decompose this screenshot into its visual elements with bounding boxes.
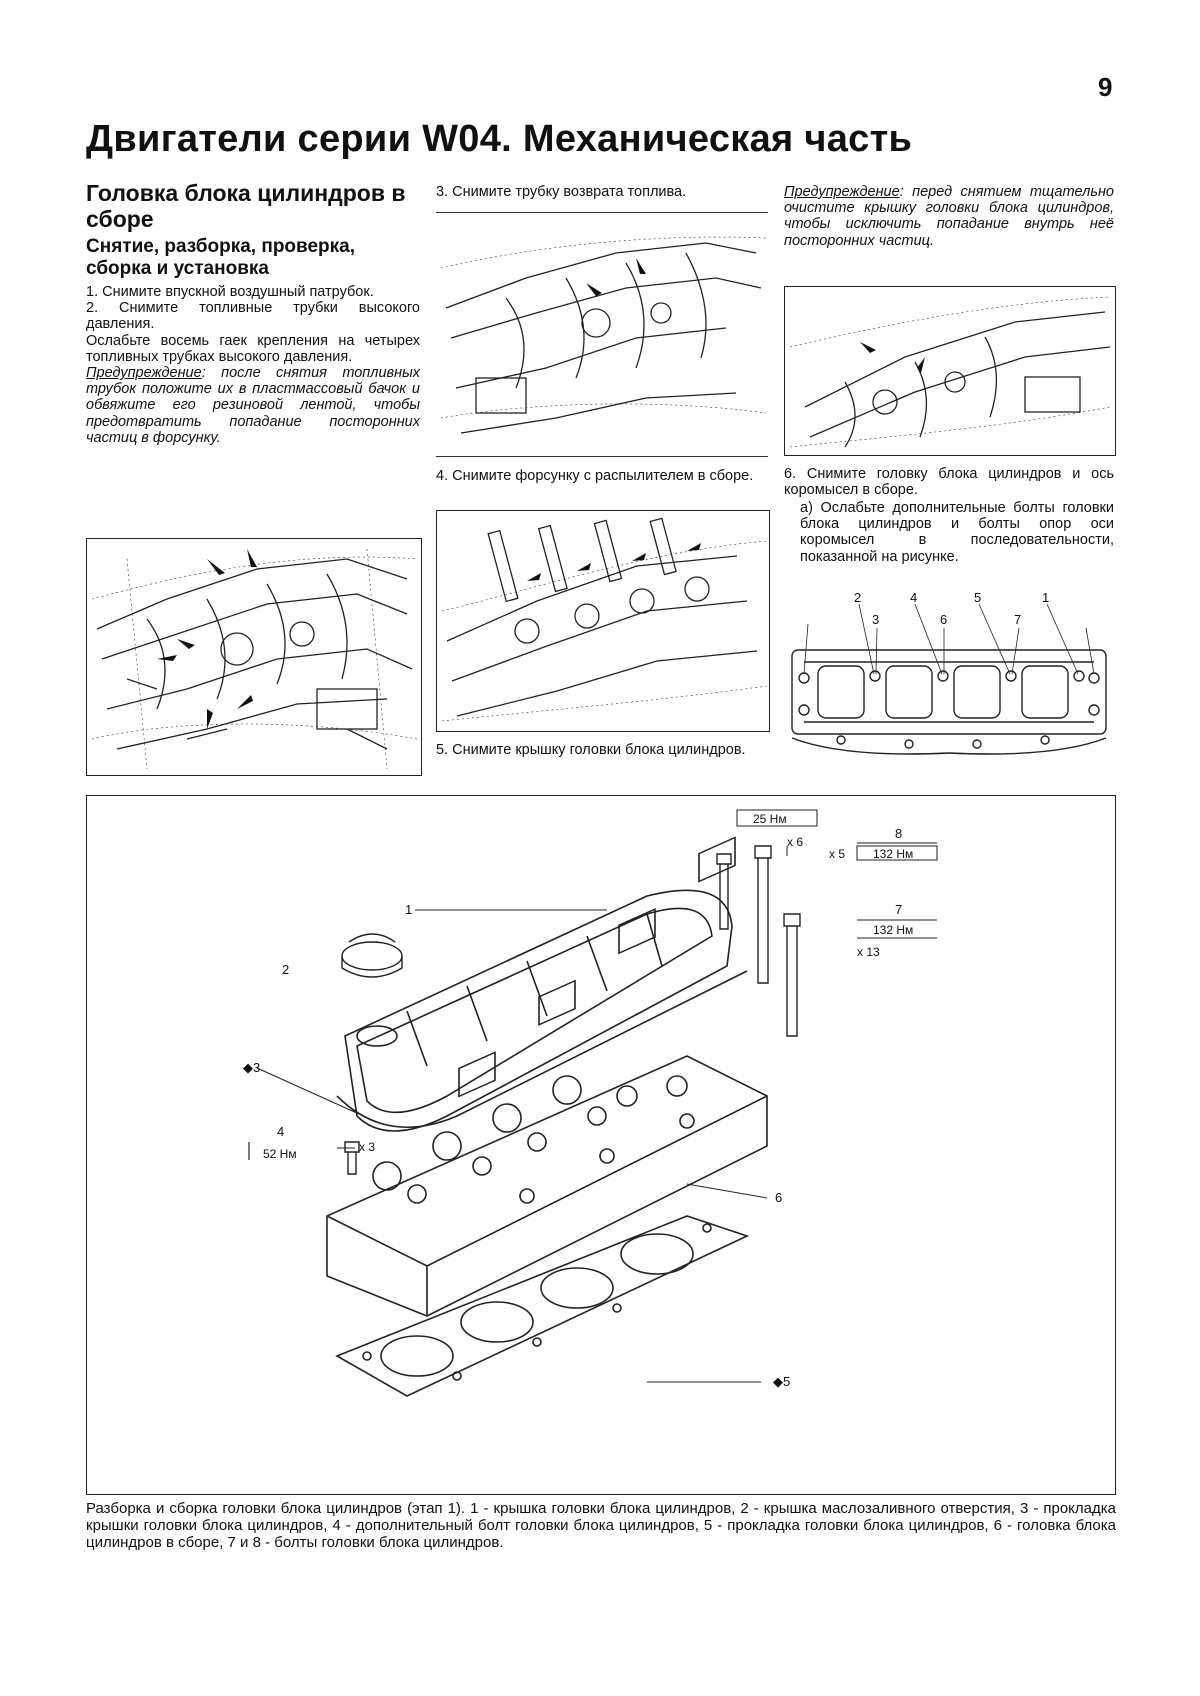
callout-1: 1: [405, 902, 412, 917]
figure-fuel-lines: [86, 538, 422, 776]
cylinder-head: [326, 836, 768, 1317]
step-2: 2. Снимите топливные трубки высокого дав…: [86, 300, 420, 333]
step-6: 6. Снимите головку блока цилиндров и ось…: [784, 466, 1114, 499]
seq-label-top: 2: [854, 590, 861, 605]
page-title: Двигатели серии W04. Механическая часть: [86, 118, 913, 160]
torque-box-7: 7 132 Нм x 13: [857, 902, 937, 959]
head-gasket: [335, 1215, 750, 1397]
engine-sketch-fuel-return: [440, 236, 767, 434]
callout-5: ◆5: [773, 1374, 790, 1389]
page-number: 9: [1098, 72, 1113, 102]
callout-4: 4: [277, 1124, 284, 1139]
step-1: 1. Снимите впускной воздушный патрубок.: [86, 284, 374, 300]
step-2-note: Ослабьте восемь гаек крепления на четыре…: [86, 332, 420, 365]
warning-fuel-lines: Предупреждение: после снятия топливных т…: [86, 365, 420, 446]
divider-rule: [436, 456, 768, 457]
warning-text: : перед снятием тщательно очистите крышк…: [784, 184, 1114, 249]
torque-8: 132 Нм: [873, 847, 913, 861]
engine-sketch-cover: [789, 296, 1111, 448]
seq-label-bottom: 7: [1014, 612, 1021, 627]
divider-rule: [436, 212, 768, 213]
torque-box-8: 8 132 Нм x 5: [829, 826, 938, 861]
engine-sketch-fuel-lines: [91, 548, 418, 770]
section-subheading: Снятие, разборка, проверка, сборка и уст…: [86, 236, 355, 279]
torque-box-cover: 25 Нм x 6: [736, 809, 818, 849]
seq-label-bottom: 3: [872, 612, 879, 627]
bolt-sequence-diagram: 2 4 5 1 3 6 7: [791, 590, 1107, 755]
warning-text: : после снятия топливных трубок положите…: [86, 365, 420, 446]
engine-sketch-injector: [441, 517, 768, 722]
torque-7-qty: x 13: [857, 945, 880, 959]
figure-caption: Разборка и сборка головки блока цилиндро…: [86, 1500, 1116, 1551]
callout-2: 2: [282, 962, 289, 977]
sequence-labels: 2 4 5 1 3 6 7: [854, 590, 1049, 627]
torque-box-4: 4 52 Нм x 3: [248, 1124, 375, 1161]
callout-8: 8: [895, 826, 902, 841]
bolts: [344, 845, 801, 1175]
section-heading: Головка блока цилиндров в сборе: [86, 180, 406, 232]
callout-7: 7: [895, 902, 902, 917]
step-3: 3. Снимите трубку возврата топлива.: [436, 184, 687, 200]
torque-4-qty: x 3: [359, 1140, 375, 1154]
figure-cylinder-head-exploded: 25 Нм x 6 8 132 Нм x 5 7 132 Нм x 13 4 5…: [86, 795, 1116, 1495]
figure-injector: [436, 510, 770, 732]
seq-label-top: 1: [1042, 590, 1049, 605]
seq-label-bottom: 6: [940, 612, 947, 627]
figure-cover-clean: [784, 286, 1116, 456]
torque-cover: 25 Нм: [753, 812, 787, 826]
seq-label-top: 4: [910, 590, 917, 605]
torque-cover-qty: x 6: [787, 835, 803, 849]
torque-4: 52 Нм: [263, 1147, 297, 1161]
step-6a: а) Ослабьте дополнительные болты головки…: [800, 500, 1114, 565]
valve-cover: [336, 889, 748, 1132]
callout-3: ◆3: [243, 1060, 260, 1075]
figure-fuel-return: [436, 228, 768, 450]
step-5: 5. Снимите крышку головки блока цилиндро…: [436, 742, 746, 758]
torque-7: 132 Нм: [873, 923, 913, 937]
warning-cover: Предупреждение: перед снятием тщательно …: [784, 184, 1114, 249]
left-column: Головка блока цилиндров в сборе Снятие, …: [86, 180, 420, 446]
seq-label-top: 5: [974, 590, 981, 605]
step-4: 4. Снимите форсунку с распылителем в сбо…: [436, 468, 754, 484]
callout-6: 6: [775, 1190, 782, 1205]
torque-8-qty: x 5: [829, 847, 845, 861]
warning-label: Предупреждение: [784, 184, 900, 200]
exploded-view-diagram: 25 Нм x 6 8 132 Нм x 5 7 132 Нм x 13 4 5…: [243, 809, 938, 1397]
figure-bolt-sequence: 2 4 5 1 3 6 7: [784, 588, 1114, 770]
warning-label: Предупреждение: [86, 365, 202, 382]
oil-filler-cap: [341, 933, 403, 978]
